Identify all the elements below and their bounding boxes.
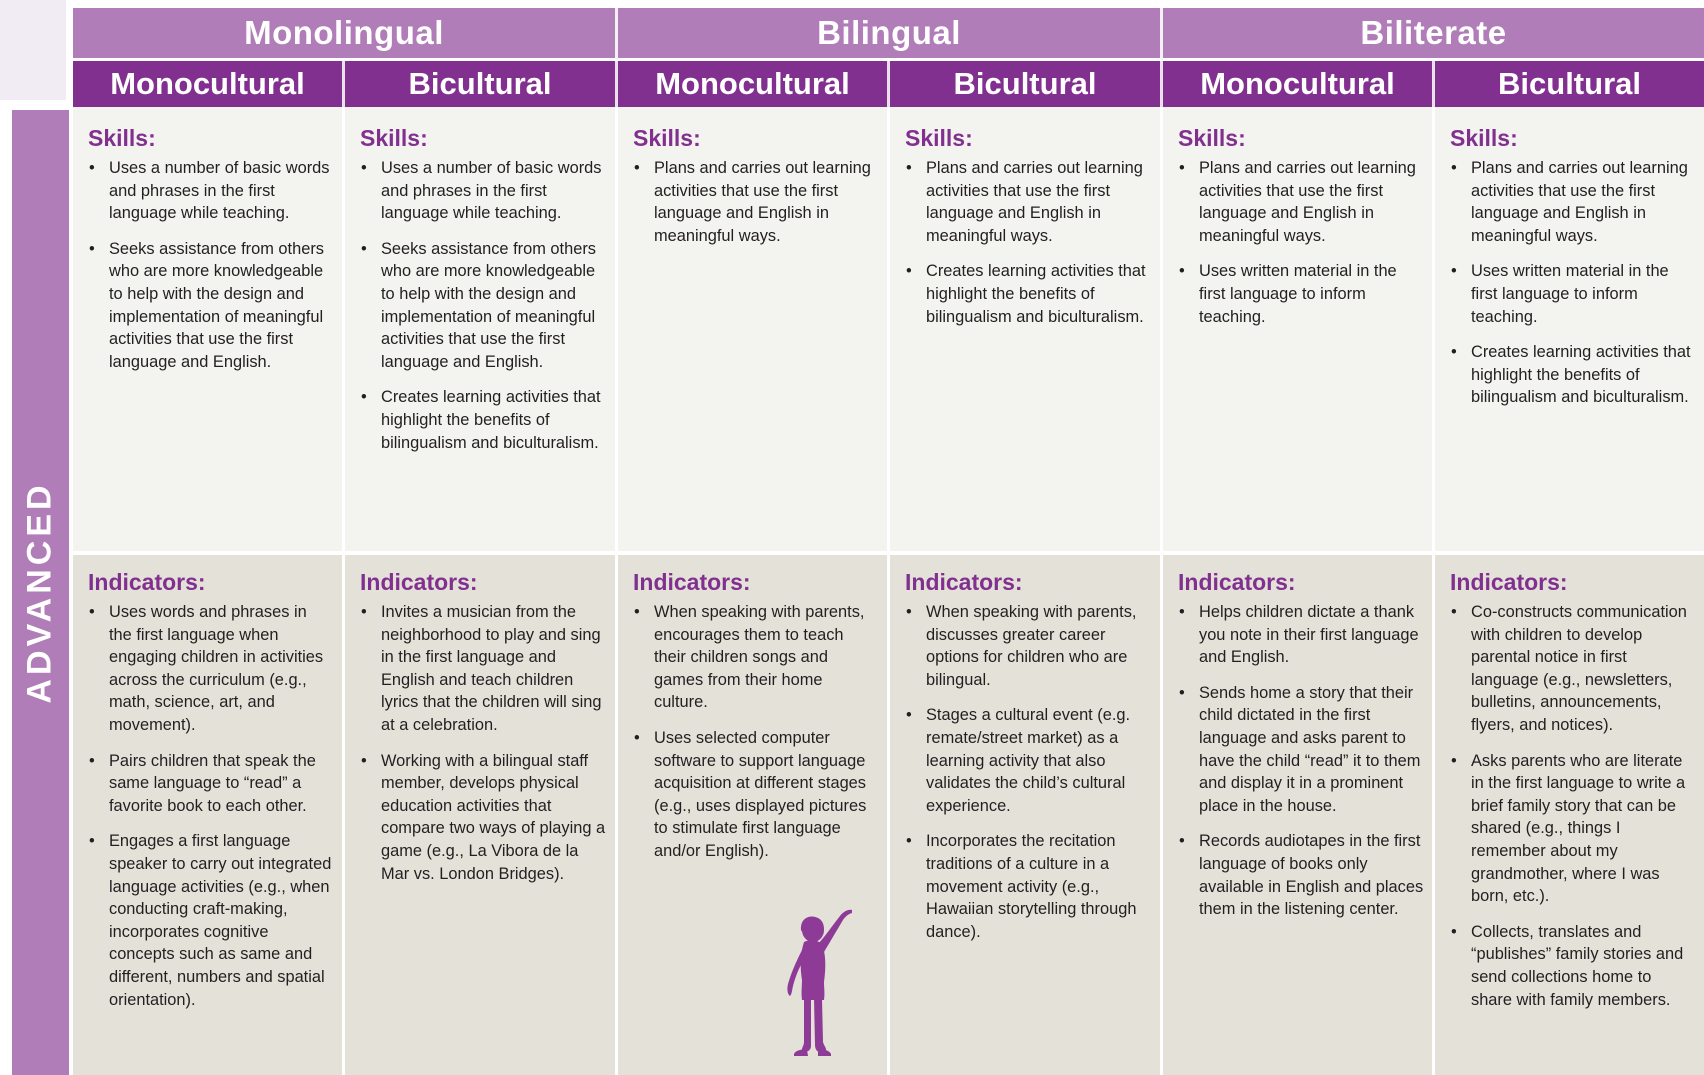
skills-list: Plans and carries out learning activitie… [1178, 157, 1424, 328]
list-item: Pairs children that speak the same langu… [89, 750, 334, 818]
list-item: Stages a cultural event (e.g. remate/str… [906, 704, 1152, 817]
indicators-cell-4: Indicators: When speaking with parents, … [890, 555, 1163, 1075]
skills-list: Uses a number of basic words and phrases… [360, 157, 607, 454]
subheader-biliterate-monocultural: Monocultural [1163, 61, 1435, 107]
subheader-monolingual-monocultural: Monocultural [73, 61, 345, 107]
indicators-cell-2: Indicators: Invites a musician from the … [345, 555, 618, 1075]
skills-cell-5: Skills: Plans and carries out learning a… [1163, 107, 1435, 555]
list-item: Plans and carries out learning activitie… [634, 157, 879, 247]
subheader-bilingual-monocultural: Monocultural [618, 61, 890, 107]
list-item: Uses written material in the first langu… [1451, 260, 1696, 328]
list-item: Asks parents who are literate in the fir… [1451, 750, 1696, 908]
list-item: Collects, translates and “publishes” fam… [1451, 921, 1696, 1011]
level-label: ADVANCED [21, 481, 59, 704]
level-label-band: ADVANCED [12, 110, 69, 1075]
list-item: Uses a number of basic words and phrases… [361, 157, 607, 225]
list-item: Working with a bilingual staff member, d… [361, 750, 607, 886]
list-item: Uses words and phrases in the first lang… [89, 601, 334, 737]
child-reaching-silhouette-icon [787, 909, 852, 1056]
list-item: Sends home a story that their child dict… [1179, 682, 1424, 818]
indicators-cell-3: Indicators: When speaking with parents, … [618, 555, 890, 1075]
skills-cell-1: Skills: Uses a number of basic words and… [73, 107, 345, 555]
indicators-cell-5: Indicators: Helps children dictate a tha… [1163, 555, 1435, 1075]
skills-list: Plans and carries out learning activitie… [905, 157, 1152, 328]
indicators-list: Co-constructs communication with childre… [1450, 601, 1696, 1011]
list-item: Incorporates the recitation traditions o… [906, 830, 1152, 943]
indicators-cell-1: Indicators: Uses words and phrases in th… [73, 555, 345, 1075]
list-item: Uses selected computer software to suppo… [634, 727, 879, 863]
skills-heading: Skills: [88, 125, 156, 151]
list-item: Creates learning activities that highlig… [361, 386, 607, 454]
indicators-cell-6: Indicators: Co-constructs communication … [1435, 555, 1704, 1075]
header-bilingual: Bilingual [618, 8, 1163, 61]
list-item: Seeks assistance from others who are mor… [361, 238, 607, 374]
list-item: Uses written material in the first langu… [1179, 260, 1424, 328]
indicators-heading: Indicators: [1450, 569, 1568, 595]
skills-cell-6: Skills: Plans and carries out learning a… [1435, 107, 1704, 555]
list-item: Plans and carries out learning activitie… [906, 157, 1152, 247]
skills-heading: Skills: [633, 125, 701, 151]
indicators-heading: Indicators: [360, 569, 478, 595]
subheader-bilingual-bicultural: Bicultural [890, 61, 1163, 107]
skills-cell-4: Skills: Plans and carries out learning a… [890, 107, 1163, 555]
skills-heading: Skills: [1178, 125, 1246, 151]
indicators-heading: Indicators: [905, 569, 1023, 595]
subheader-monolingual-bicultural: Bicultural [345, 61, 618, 107]
list-item: Invites a musician from the neighborhood… [361, 601, 607, 737]
list-item: Plans and carries out learning activitie… [1451, 157, 1696, 247]
skills-heading: Skills: [360, 125, 428, 151]
indicators-heading: Indicators: [88, 569, 206, 595]
subheader-biliterate-bicultural: Bicultural [1435, 61, 1704, 107]
skills-list: Plans and carries out learning activitie… [1450, 157, 1696, 409]
competency-table: Monolingual Bilingual Biliterate Monocul… [73, 8, 1704, 1075]
list-item: Co-constructs communication with childre… [1451, 601, 1696, 737]
indicators-list: Helps children dictate a thank you note … [1178, 601, 1424, 921]
list-item: Seeks assistance from others who are mor… [89, 238, 334, 374]
list-item: Helps children dictate a thank you note … [1179, 601, 1424, 669]
indicators-list: When speaking with parents, encourages t… [633, 601, 879, 863]
indicators-heading: Indicators: [633, 569, 751, 595]
skills-cell-3: Skills: Plans and carries out learning a… [618, 107, 890, 555]
skills-list: Plans and carries out learning activitie… [633, 157, 879, 247]
indicators-heading: Indicators: [1178, 569, 1296, 595]
header-biliterate: Biliterate [1163, 8, 1704, 61]
indicators-list: Invites a musician from the neighborhood… [360, 601, 607, 885]
header-monolingual: Monolingual [73, 8, 618, 61]
list-item: Creates learning activities that highlig… [1451, 341, 1696, 409]
skills-heading: Skills: [905, 125, 973, 151]
indicators-list: When speaking with parents, discusses gr… [905, 601, 1152, 943]
list-item: Uses a number of basic words and phrases… [89, 157, 334, 225]
skills-list: Uses a number of basic words and phrases… [88, 157, 334, 373]
list-item: Creates learning activities that highlig… [906, 260, 1152, 328]
corner-blank [0, 0, 66, 100]
skills-cell-2: Skills: Uses a number of basic words and… [345, 107, 618, 555]
list-item: When speaking with parents, discusses gr… [906, 601, 1152, 691]
list-item: Records audiotapes in the first language… [1179, 830, 1424, 920]
skills-heading: Skills: [1450, 125, 1518, 151]
list-item: Engages a first language speaker to carr… [89, 830, 334, 1011]
indicators-list: Uses words and phrases in the first lang… [88, 601, 334, 1011]
list-item: When speaking with parents, encourages t… [634, 601, 879, 714]
list-item: Plans and carries out learning activitie… [1179, 157, 1424, 247]
